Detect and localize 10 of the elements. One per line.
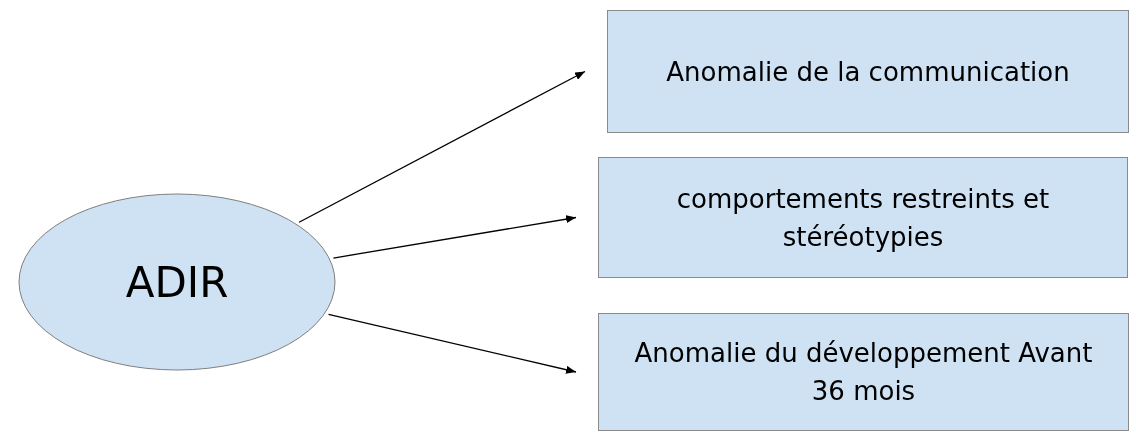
process-box [598,313,1129,431]
process-box [598,157,1128,278]
node-label: ADIR [125,256,229,309]
process-box [607,10,1129,133]
arrow [332,215,577,259]
node-label: Anomalie de la communication [666,55,1070,89]
node-label: Anomalie du développement Avant 36 mois [633,337,1094,408]
arrow [298,70,586,223]
arrow [327,313,577,374]
node-label: comportements restreints et stéréotypies [675,182,1051,254]
